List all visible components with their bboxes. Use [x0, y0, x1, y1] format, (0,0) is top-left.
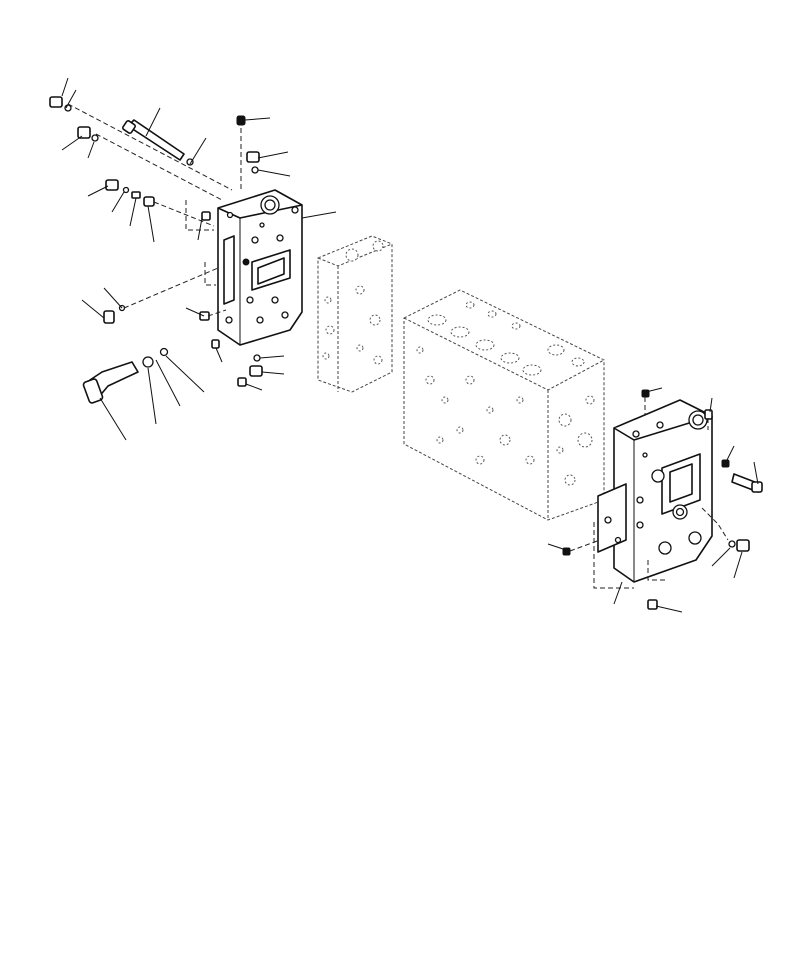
ghost-valve-section: [317, 235, 393, 393]
right-valve-section: [593, 399, 729, 589]
small-plug-center: [199, 211, 220, 349]
plugs-right-group: [562, 389, 763, 610]
ghost-main-valve-block: [403, 289, 605, 521]
plugs-bottom-center: [237, 354, 263, 387]
plug-lower-left: [103, 304, 126, 324]
plug-set-left: [105, 179, 155, 207]
leader-lines: [61, 77, 759, 613]
plugs-top-center: [236, 115, 260, 190]
tie-bolt: [122, 119, 194, 166]
spool-assembly: [82, 347, 169, 404]
plug-left-2: [77, 126, 99, 142]
assembly-lines: [67, 103, 709, 552]
left-valve-section: [185, 189, 303, 346]
